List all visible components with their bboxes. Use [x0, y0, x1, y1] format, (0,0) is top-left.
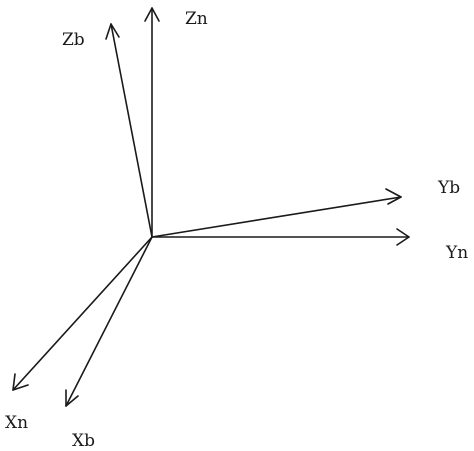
- zb-arrowhead: [105, 23, 120, 40]
- xb-axis-line: [65, 236, 153, 407]
- xn-axis: [12, 236, 153, 391]
- yb-arrowhead: [385, 188, 402, 205]
- zb-axis-line: [110, 23, 153, 238]
- yb-axis: [151, 188, 402, 238]
- xn-label: Xn: [5, 413, 28, 433]
- zn-label: Zn: [185, 9, 208, 29]
- yb-axis-line: [151, 196, 402, 238]
- yn-axis: [151, 228, 410, 246]
- yn-label: Yn: [445, 243, 468, 263]
- zn-arrowhead: [144, 7, 160, 22]
- xb-axis: [65, 236, 153, 407]
- yb-label: Yb: [437, 178, 460, 198]
- xn-axis-line: [12, 236, 153, 391]
- zn-axis: [144, 7, 160, 238]
- xb-label: Xb: [72, 431, 95, 451]
- yn-arrowhead: [396, 228, 410, 246]
- zb-axis: [105, 23, 153, 238]
- xb-arrowhead: [65, 389, 79, 407]
- xn-arrowhead: [12, 373, 29, 391]
- zb-label: Zb: [62, 30, 85, 50]
